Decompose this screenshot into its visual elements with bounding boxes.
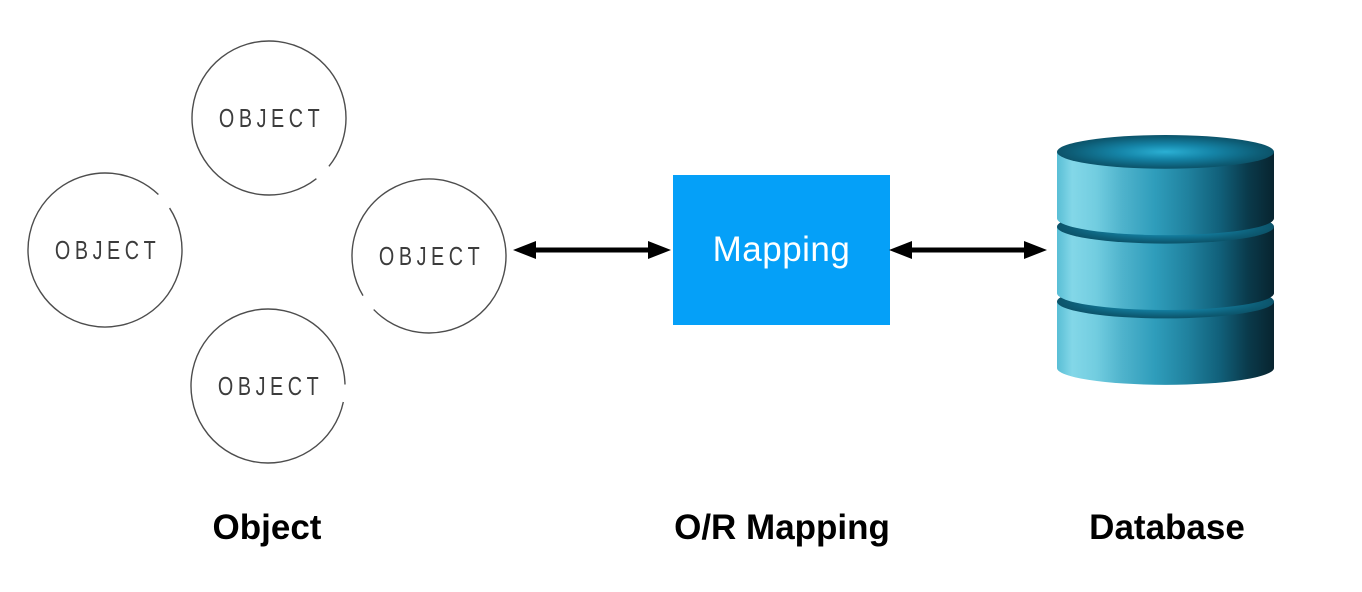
circle-outline-icon	[351, 178, 507, 334]
object-circle-left: OBJECT	[27, 172, 183, 328]
circle-outline-icon	[191, 40, 347, 196]
object-circle-label: OBJECT	[54, 234, 160, 265]
database-disc-top	[1057, 135, 1274, 236]
caption-database: Database	[1089, 508, 1245, 547]
object-circle-right: OBJECT	[351, 178, 507, 334]
mapping-database-bidirectional-arrow-icon	[889, 241, 1047, 259]
caption-object: Object	[212, 508, 322, 547]
circle-outline-icon	[27, 172, 183, 328]
object-mapping-bidirectional-arrow-icon	[513, 241, 671, 259]
object-circle-label: OBJECT	[218, 102, 324, 133]
caption-or-mapping: O/R Mapping	[674, 508, 890, 547]
circle-outline-icon	[190, 308, 346, 464]
object-circle-label: OBJECT	[378, 240, 484, 271]
object-circle-top: OBJECT	[191, 40, 347, 196]
object-circle-bottom: OBJECT	[190, 308, 346, 464]
object-circle-label: OBJECT	[217, 370, 323, 401]
mapping-box: Mapping	[673, 175, 890, 325]
database-icon	[1057, 135, 1274, 385]
mapping-box-label: Mapping	[712, 230, 851, 269]
